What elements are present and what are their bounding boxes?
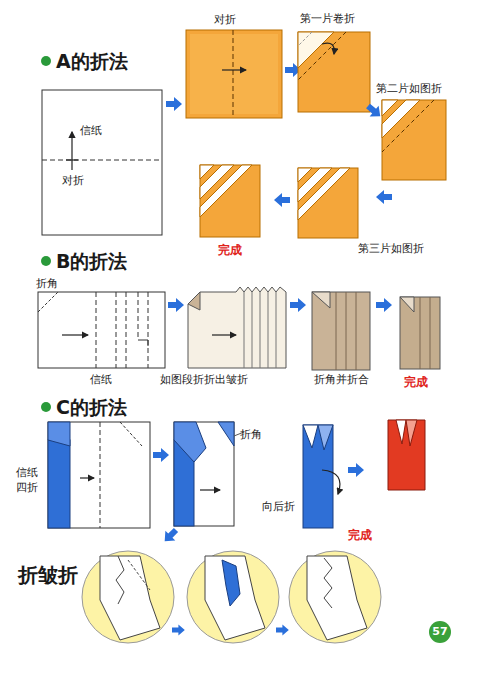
step-label: 第三片如图折 — [358, 242, 424, 255]
step-label: 折角并折合 — [314, 373, 369, 386]
done-label: 完成 — [404, 375, 428, 389]
fold-label: 对折 — [62, 174, 84, 187]
page-number: 57 — [432, 625, 447, 638]
paper-label: 信纸 — [90, 373, 112, 386]
paper-label: 信纸 — [80, 124, 102, 137]
step-label: 折角 — [240, 428, 262, 441]
section-heading: A的折法 — [56, 50, 128, 73]
paper-label: 四折 — [16, 481, 38, 494]
section-heading: C的折法 — [56, 396, 127, 419]
step-label: 折角 — [36, 277, 58, 290]
done-label: 完成 — [218, 243, 242, 257]
section-heading: B的折法 — [56, 250, 127, 273]
step-label: 第二片如图折 — [376, 82, 442, 95]
step-label: 如图段折折出皱折 — [160, 373, 248, 386]
paper-label: 信纸 — [16, 466, 38, 479]
step-label: 第一片卷折 — [300, 12, 355, 25]
detail-heading: 折皱折 — [18, 563, 78, 587]
step-label: 对折 — [214, 13, 236, 26]
step-label: 向后折 — [262, 500, 295, 513]
done-label: 完成 — [348, 528, 372, 542]
